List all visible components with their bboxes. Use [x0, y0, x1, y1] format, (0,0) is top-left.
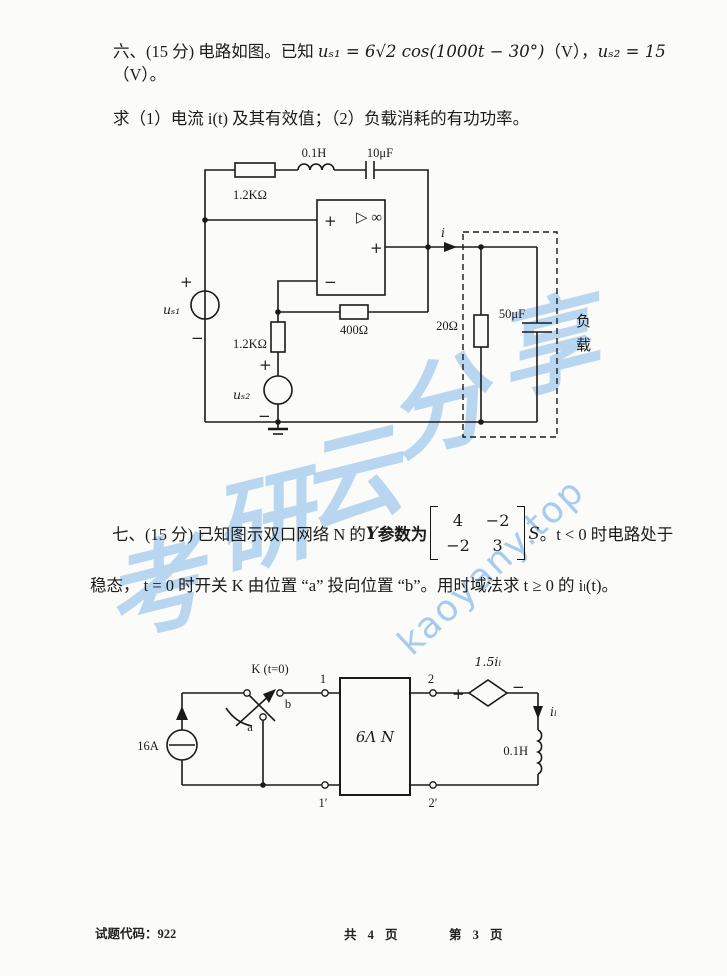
- svg-text:−: −: [512, 678, 525, 696]
- question-6-line-1: 六、(15 分) 电路如图。已知 uₛ₁ = 6√2 cos(1000t − 3…: [113, 40, 698, 86]
- circuit-diagram-q7: 16A K (t=0) a b 1 1′ 2 2′ 6Λ N: [137, 654, 557, 810]
- question-7: 七、(15 分) 已知图示双口网络 N 的 Y 参数为 4 −2 −2 3 S。…: [90, 506, 700, 596]
- q7-siemens-unit: S: [528, 523, 540, 543]
- svg-text:uₛ₁: uₛ₁: [163, 302, 180, 317]
- inductor-0_1h: 0.1H: [297, 146, 335, 171]
- svg-text:i: i: [441, 225, 445, 240]
- matrix-right-bracket: [517, 506, 526, 560]
- svg-text:a: a: [247, 720, 253, 734]
- svg-text:0.1H: 0.1H: [503, 744, 528, 758]
- q7-text-param: 参数为: [377, 525, 428, 544]
- q6-unit-1: （V），: [544, 42, 598, 61]
- load-dashed-box: [462, 231, 558, 438]
- svg-text:10μF: 10μF: [367, 146, 393, 160]
- svg-text:▷ ∞: ▷ ∞: [356, 210, 382, 226]
- exam-code: 试题代码：922: [95, 927, 177, 941]
- svg-text:−: −: [324, 273, 337, 291]
- capacitor-50uf-load: 50μF: [499, 307, 552, 333]
- q7-text-cond: 。t < 0 时电路处于: [539, 525, 674, 544]
- svg-text:−: −: [258, 407, 271, 425]
- question-7-line-2: 稳态， t = 0 时开关 K 由位置 “a” 投向位置 “b”。用时域法求 t…: [90, 572, 700, 596]
- question-6-line-2: 求（1）电流 i(t) 及其有效值；（2）负载消耗的有功功率。: [113, 107, 698, 130]
- matrix-left-bracket: [430, 506, 439, 560]
- y-parameter-matrix: 4 −2 −2 3: [430, 506, 526, 560]
- svg-text:0.1H: 0.1H: [302, 146, 327, 160]
- svg-text:1.2KΩ: 1.2KΩ: [233, 188, 267, 202]
- question-6: 六、(15 分) 电路如图。已知 uₛ₁ = 6√2 cos(1000t − 3…: [113, 40, 698, 130]
- svg-text:1.5iₗ: 1.5iₗ: [475, 654, 502, 669]
- svg-text:1.2KΩ: 1.2KΩ: [233, 337, 267, 351]
- q7-text-intro: 七、(15 分) 已知图示双口网络 N 的: [112, 525, 366, 544]
- svg-text:6Λ N: 6Λ N: [356, 728, 395, 746]
- current-arrow-i: i: [441, 225, 457, 252]
- page-number: 第 3 页: [449, 928, 507, 942]
- svg-text:K (t=0): K (t=0): [251, 662, 288, 676]
- svg-text:20Ω: 20Ω: [436, 319, 458, 333]
- matrix-cell-12: −2: [485, 511, 510, 530]
- source-us2: + − uₛ₂: [233, 356, 293, 425]
- source-us1: + − uₛ₁: [163, 273, 220, 347]
- resistor-400: 400Ω: [339, 304, 369, 337]
- source-16a: 16A: [137, 706, 198, 761]
- inductor-0_1h-q7: 0.1H: [503, 729, 543, 775]
- svg-text:16A: 16A: [137, 739, 159, 753]
- svg-text:2′: 2′: [429, 796, 438, 810]
- capacitor-10uf: 10μF: [365, 146, 393, 179]
- svg-text:1′: 1′: [319, 796, 328, 810]
- svg-text:iₗ: iₗ: [550, 704, 557, 719]
- svg-text:+: +: [452, 685, 465, 703]
- load-label: 负 载: [576, 313, 591, 354]
- svg-text:400Ω: 400Ω: [340, 323, 368, 337]
- q6-formula-us1: uₛ₁ = 6√2 cos(1000t − 30°): [317, 42, 545, 61]
- resistor-1_2k-mid: 1.2KΩ: [233, 321, 286, 353]
- matrix-cell-22: 3: [492, 536, 503, 555]
- opamp: + − ▷ ∞ +: [316, 199, 386, 296]
- current-arrow-il: iₗ: [533, 704, 557, 719]
- port-terminals: 1 1′ 2 2′: [319, 672, 438, 810]
- question-7-line-1: 七、(15 分) 已知图示双口网络 N 的 Y 参数为 4 −2 −2 3 S。…: [90, 506, 700, 560]
- q6-unit-2: （V）。: [113, 65, 167, 85]
- switch-k: K (t=0) a b: [225, 662, 291, 734]
- circuit-diagram-q6: 1.2KΩ 0.1H 10μF + − ▷ ∞ + + − uₛ₁ 1.2KΩ: [163, 146, 591, 438]
- q7-text-switch: 稳态， t = 0 时开关 K 由位置 “a” 投向位置 “b”。用时域法求 t…: [90, 576, 618, 595]
- matrix-cell-21: −2: [446, 536, 470, 555]
- svg-text:50μF: 50μF: [499, 307, 525, 321]
- c1-junction-dots: [202, 217, 484, 425]
- q7-y-symbol: Y: [365, 523, 378, 543]
- svg-text:+: +: [324, 212, 337, 230]
- svg-text:载: 载: [576, 337, 591, 354]
- svg-text:+: +: [180, 273, 193, 291]
- svg-text:+: +: [370, 239, 383, 257]
- svg-text:−: −: [191, 329, 204, 347]
- svg-text:2: 2: [428, 672, 434, 686]
- matrix-cell-11: 4: [452, 511, 464, 530]
- svg-text:1: 1: [320, 672, 326, 686]
- resistor-1_2k-top: 1.2KΩ: [233, 162, 276, 202]
- total-pages: 共 4 页: [344, 928, 402, 942]
- svg-text:负: 负: [576, 313, 591, 330]
- q6-formula-us2: uₛ₂ = 15: [597, 42, 666, 61]
- resistor-20-load: 20Ω: [436, 314, 489, 348]
- q6-text-intro: 六、(15 分) 电路如图。已知: [113, 42, 318, 61]
- matrix-values: 4 −2 −2 3: [438, 506, 517, 560]
- dependent-source-1_5il: + − 1.5iₗ: [452, 654, 525, 707]
- svg-text:uₛ₂: uₛ₂: [233, 387, 250, 402]
- q6-text-ask: 求（1）电流 i(t) 及其有效值；（2）负载消耗的有功功率。: [113, 109, 530, 129]
- svg-text:+: +: [259, 356, 272, 374]
- svg-text:b: b: [285, 697, 291, 711]
- two-port-network-n: 6Λ N: [339, 677, 411, 796]
- c1-wires: [204, 169, 538, 423]
- c2-junction-dots: [260, 782, 266, 788]
